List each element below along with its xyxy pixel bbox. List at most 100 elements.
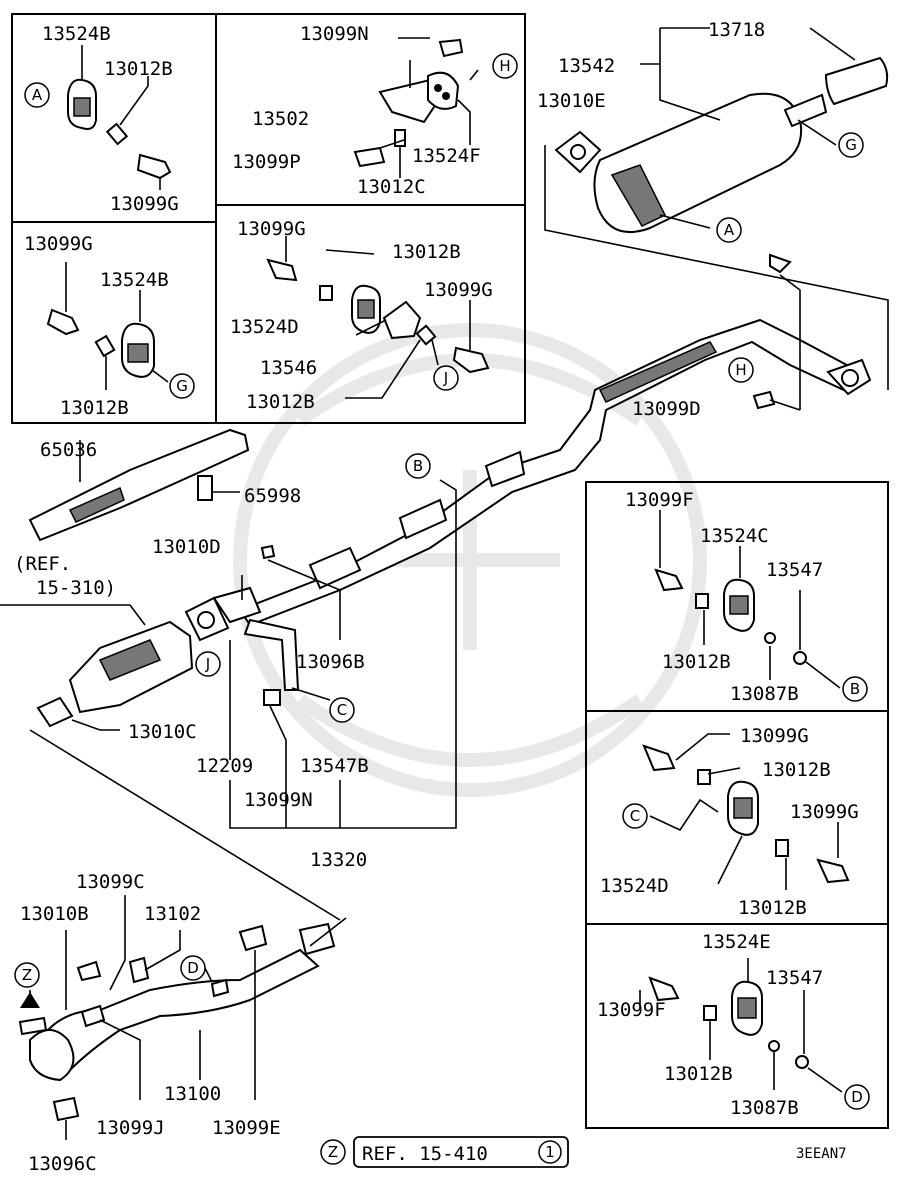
svg-text:C: C bbox=[337, 701, 347, 719]
label-13087B: 13087B bbox=[730, 683, 799, 705]
label-13099E: 13099E bbox=[212, 1117, 281, 1139]
reference-circled-number: 1 bbox=[538, 1140, 562, 1164]
label-13099D: 13099D bbox=[632, 398, 701, 420]
inset-hanger-b bbox=[654, 510, 841, 689]
label-13547: 13547 bbox=[766, 967, 823, 989]
label-13099J: 13099J bbox=[96, 1117, 165, 1139]
label-13012B: 13012B bbox=[60, 397, 129, 419]
label-13012B: 13012B bbox=[246, 391, 315, 413]
inset-hanger-j bbox=[266, 236, 490, 399]
svg-text:G: G bbox=[176, 377, 188, 395]
label-13502: 13502 bbox=[252, 108, 309, 130]
label-13546: 13546 bbox=[260, 357, 317, 379]
label-13012B: 13012B bbox=[664, 1063, 733, 1085]
svg-text:D: D bbox=[187, 959, 199, 977]
svg-text:J: J bbox=[443, 369, 448, 387]
label-13100: 13100 bbox=[164, 1083, 221, 1105]
label-13524C: 13524C bbox=[700, 525, 769, 547]
inset-hanger-a bbox=[67, 45, 172, 190]
heat-protector bbox=[28, 428, 250, 542]
svg-text:B: B bbox=[850, 680, 860, 698]
label-13547: 13547 bbox=[766, 559, 823, 581]
marker-d2: D bbox=[844, 1084, 870, 1110]
svg-text:Z: Z bbox=[328, 1143, 338, 1161]
reference-text: REF. 15-410 bbox=[362, 1143, 488, 1165]
inset-hanger-h bbox=[353, 37, 479, 178]
marker-a2: A bbox=[716, 217, 742, 243]
label-13012C: 13012C bbox=[357, 176, 426, 198]
marker-c1: C bbox=[329, 697, 355, 723]
label-13099F: 13099F bbox=[597, 999, 666, 1021]
label-13096C: 13096C bbox=[28, 1153, 97, 1175]
inset-boxes bbox=[11, 13, 889, 1129]
inset-hanger-c bbox=[642, 733, 850, 890]
svg-text:J: J bbox=[205, 655, 210, 673]
svg-text:H: H bbox=[735, 361, 746, 379]
marker-c2: C bbox=[622, 803, 648, 829]
label-13524B: 13524B bbox=[42, 23, 111, 45]
marker-h1: H bbox=[492, 53, 518, 79]
main-muffler bbox=[544, 27, 889, 390]
diagram-code: 3EEAN7 bbox=[796, 1146, 847, 1162]
svg-text:Z: Z bbox=[22, 966, 32, 984]
label-13524E: 13524E bbox=[702, 931, 771, 953]
label-13087B: 13087B bbox=[730, 1097, 799, 1119]
marker-g2: G bbox=[169, 373, 195, 399]
label-13524F: 13524F bbox=[412, 145, 481, 167]
label-13099G: 13099G bbox=[24, 233, 93, 255]
label-13010C: 13010C bbox=[128, 721, 197, 743]
svg-text:A: A bbox=[32, 86, 43, 104]
markers: A H G A G J H B J C B C D Z D bbox=[14, 53, 870, 1110]
exhaust-pipe bbox=[229, 253, 872, 829]
label-13096B: 13096B bbox=[296, 651, 365, 673]
reference-box: Z REF. 15-410 1 bbox=[320, 1136, 569, 1168]
marker-h2: H bbox=[728, 357, 754, 383]
label-13524D: 13524D bbox=[600, 875, 669, 897]
label-13012B: 13012B bbox=[662, 651, 731, 673]
label-13012B: 13012B bbox=[738, 897, 807, 919]
label-13320: 13320 bbox=[310, 849, 367, 871]
svg-text:H: H bbox=[499, 57, 510, 75]
marker-a1: A bbox=[24, 82, 50, 108]
label-13099P: 13099P bbox=[232, 151, 301, 173]
label-13547B: 13547B bbox=[300, 755, 369, 777]
svg-text:D: D bbox=[851, 1088, 863, 1106]
svg-text:B: B bbox=[413, 457, 423, 475]
ref-note-line1: (REF. bbox=[14, 553, 71, 575]
label-13012B: 13012B bbox=[392, 241, 461, 263]
ref-note-line2: 15-310) bbox=[36, 577, 116, 599]
label-13012B: 13012B bbox=[762, 759, 831, 781]
label-13099G: 13099G bbox=[424, 279, 493, 301]
label-13012B: 13012B bbox=[104, 58, 173, 80]
label-13010B: 13010B bbox=[20, 903, 89, 925]
marker-j1: J bbox=[433, 365, 459, 391]
marker-j2: J bbox=[195, 651, 221, 677]
label-13099F: 13099F bbox=[625, 489, 694, 511]
svg-text:C: C bbox=[630, 807, 640, 825]
label-13099G: 13099G bbox=[790, 801, 859, 823]
part-labels: 13524B 13012B 13099G 13099N 13502 13524F… bbox=[14, 19, 859, 1175]
label-13099G: 13099G bbox=[740, 725, 809, 747]
front-pipe bbox=[18, 895, 347, 1140]
catalytic-converter bbox=[0, 544, 341, 921]
label-13524B: 13524B bbox=[100, 269, 169, 291]
label-13099N: 13099N bbox=[300, 23, 369, 45]
marker-g1: G bbox=[838, 132, 864, 158]
label-13010D: 13010D bbox=[152, 536, 221, 558]
label-13524D: 13524D bbox=[230, 316, 299, 338]
svg-text:1: 1 bbox=[545, 1143, 555, 1161]
marker-z1: Z bbox=[14, 962, 40, 988]
label-13542: 13542 bbox=[558, 55, 615, 77]
label-13010E: 13010E bbox=[537, 90, 606, 112]
svg-text:G: G bbox=[845, 136, 857, 154]
inset-hanger-g bbox=[46, 262, 169, 390]
label-13099G: 13099G bbox=[110, 193, 179, 215]
label-13099C: 13099C bbox=[76, 871, 145, 893]
marker-b2: B bbox=[842, 676, 868, 702]
label-12209: 12209 bbox=[196, 755, 253, 777]
label-13718: 13718 bbox=[708, 19, 765, 41]
label-13099N: 13099N bbox=[244, 789, 313, 811]
label-13099G: 13099G bbox=[237, 218, 306, 240]
label-13102: 13102 bbox=[144, 903, 201, 925]
